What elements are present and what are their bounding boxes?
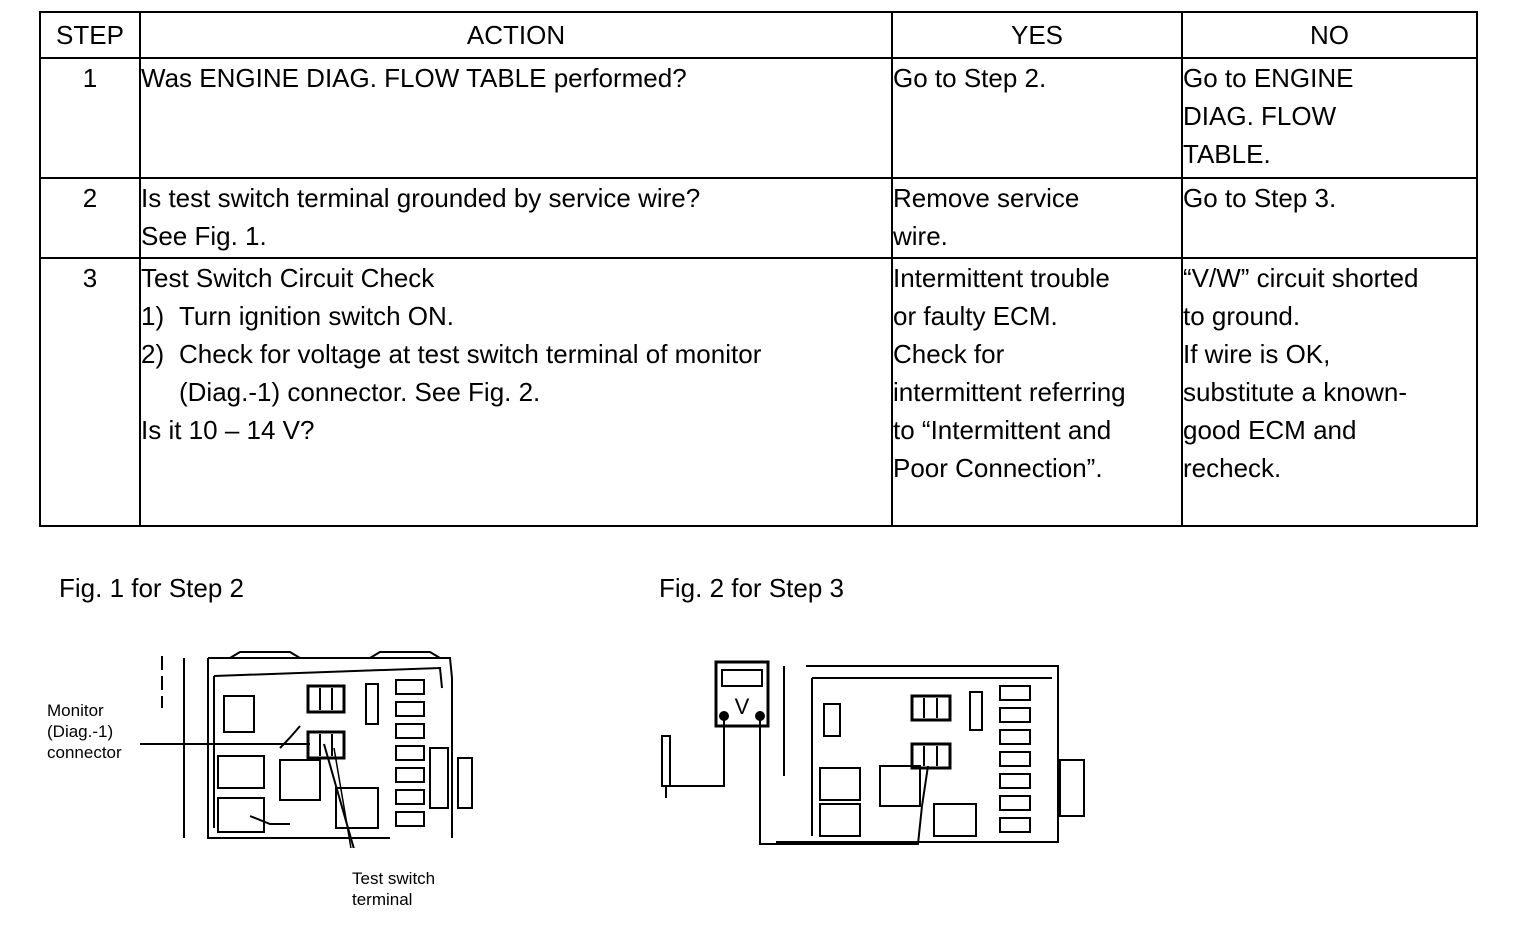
label-line: terminal — [352, 890, 413, 909]
fig2-caption: Fig. 2 for Step 3 — [659, 573, 844, 603]
step-number: 1 — [39, 57, 141, 179]
fig1-caption: Fig. 1 for Step 2 — [59, 573, 244, 603]
no-text: to ground. — [1183, 301, 1301, 331]
action-text: Is test switch terminal grounded by serv… — [141, 183, 701, 213]
yes-text: Check for — [893, 339, 1005, 369]
no-text: DIAG. FLOW — [1183, 101, 1337, 131]
yes-text: to “Intermittent and — [893, 415, 1112, 445]
yes-text: Intermittent trouble — [893, 263, 1110, 293]
no-text: recheck. — [1183, 453, 1282, 483]
substep-text-continued: (Diag.-1) connector. See Fig. 2. — [179, 377, 541, 407]
yes-text: or faulty ECM. — [893, 301, 1058, 331]
header-action: ACTION — [139, 11, 893, 59]
voltmeter-diagram-icon: V — [661, 660, 1085, 845]
substep-text: Check for voltage at test switch termina… — [179, 339, 762, 369]
no-text: If wire is OK, — [1183, 339, 1331, 369]
no-text: substitute a known- — [1183, 377, 1408, 407]
label-line: Monitor — [47, 701, 104, 720]
yes-cell: Intermittent trouble or faulty ECM. Chec… — [891, 257, 1183, 527]
yes-text: Go to Step 2. — [893, 63, 1047, 93]
action-title: Test Switch Circuit Check — [141, 263, 435, 293]
no-text: good ECM and — [1183, 415, 1357, 445]
no-text: Go to Step 3. — [1183, 183, 1337, 213]
action-cell: Test Switch Circuit Check 1) Turn ignitio… — [139, 257, 893, 527]
substep-number: 1) — [141, 301, 165, 331]
label-line: Test switch — [352, 869, 436, 888]
table-header-row: STEP ACTION YES NO — [39, 11, 1478, 59]
no-cell: Go to Step 3. — [1181, 177, 1478, 259]
label-line: (Diag.-1) — [47, 722, 114, 741]
table-row: 3 Test Switch Circuit Check 1) Turn ignit… — [39, 257, 1478, 527]
no-text: Go to ENGINE — [1183, 63, 1354, 93]
label-line: connector — [47, 743, 122, 762]
yes-text: Remove service — [893, 183, 1080, 213]
meter-symbol: V — [735, 694, 750, 719]
action-text: Was ENGINE DIAG. FLOW TABLE performed? — [141, 63, 687, 93]
table-row: 2 Is test switch terminal grounded by se… — [39, 177, 1478, 259]
no-text: TABLE. — [1183, 139, 1271, 169]
yes-text: Poor Connection”. — [893, 453, 1103, 483]
header-no: NO — [1181, 11, 1478, 59]
action-text: See Fig. 1. — [141, 221, 267, 251]
header-step: STEP — [39, 11, 141, 59]
yes-cell: Go to Step 2. — [891, 57, 1183, 179]
yes-text: intermittent referring — [893, 377, 1126, 407]
substep-number: 2) — [141, 339, 165, 369]
no-text: “V/W” circuit shorted — [1183, 263, 1419, 293]
substep-text: Turn ignition switch ON. — [179, 301, 455, 331]
table-row: 1 Was ENGINE DIAG. FLOW TABLE performed?… — [39, 57, 1478, 179]
no-cell: “V/W” circuit shorted to ground. If wire… — [1181, 257, 1478, 527]
yes-text: wire. — [893, 221, 948, 251]
step-number: 3 — [39, 257, 141, 527]
fig1-connector-label: Monitor (Diag.-1) connector — [47, 700, 122, 763]
step-number: 2 — [39, 177, 141, 259]
header-yes: YES — [891, 11, 1183, 59]
fuse-box-diagram-icon — [140, 651, 473, 848]
no-cell: Go to ENGINE DIAG. FLOW TABLE. — [1181, 57, 1478, 179]
diagnostic-table: STEP ACTION YES NO 1 Was ENGINE DIAG. FL… — [39, 11, 1478, 527]
action-cell: Is test switch terminal grounded by serv… — [139, 177, 893, 259]
action-cell: Was ENGINE DIAG. FLOW TABLE performed? — [139, 57, 893, 179]
action-substep: 2) Check for voltage at test switch termi… — [141, 335, 891, 373]
action-question: Is it 10 – 14 V? — [141, 415, 315, 445]
action-substep: 1) Turn ignition switch ON. — [141, 297, 891, 335]
fig1-terminal-label: Test switch terminal — [352, 868, 435, 910]
yes-cell: Remove service wire. — [891, 177, 1183, 259]
